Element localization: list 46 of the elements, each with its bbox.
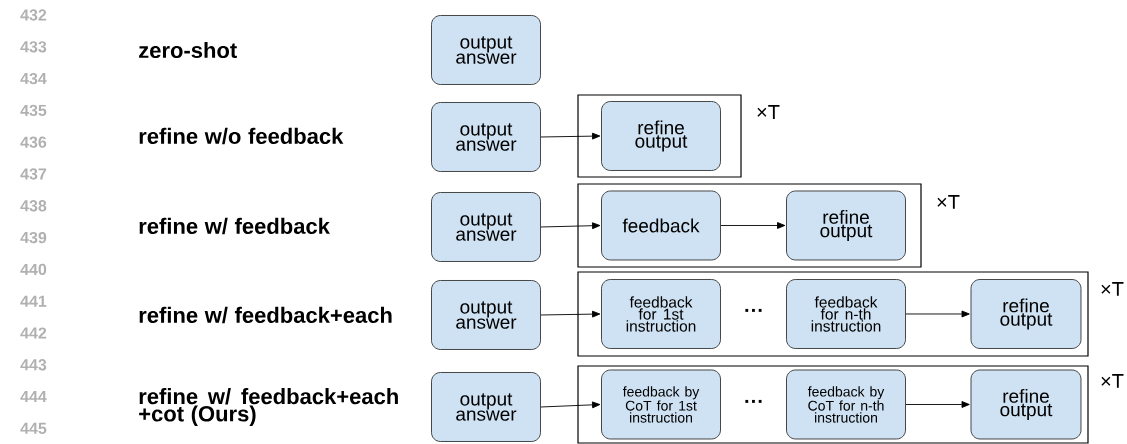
line-number: 443 xyxy=(20,359,47,371)
line-number: 437 xyxy=(20,168,47,180)
process-box: refine output xyxy=(601,101,721,171)
arrow xyxy=(720,222,786,229)
row-label: refine w/ feedback xyxy=(139,217,330,235)
arrow xyxy=(905,401,970,408)
line-number: 435 xyxy=(20,104,47,117)
process-box: output answer xyxy=(431,15,541,85)
ellipsis: ··· xyxy=(745,399,762,403)
line-number: 434 xyxy=(20,72,47,85)
arrow xyxy=(905,310,970,318)
node-label: ×T xyxy=(1101,282,1124,296)
process-box: output answer xyxy=(431,372,541,442)
line-number: 432 xyxy=(20,9,47,21)
row-label: refine w/ feedback+each +cot (Ours) xyxy=(139,388,398,426)
line-number: 445 xyxy=(20,422,47,434)
process-box: feedback xyxy=(601,190,721,261)
process-box: feedback for 1st instruction xyxy=(601,279,721,349)
line-number: 433 xyxy=(20,41,47,53)
process-box: output answer xyxy=(431,280,541,350)
process-box: output answer xyxy=(431,192,541,262)
node-label: ×T xyxy=(937,195,960,209)
row-label: refine w/ feedback+each xyxy=(139,306,392,324)
arrow xyxy=(540,222,601,230)
process-box: output answer xyxy=(431,102,541,172)
line-number: 442 xyxy=(20,327,47,339)
line-number: 440 xyxy=(20,263,47,276)
line-number: 438 xyxy=(20,200,47,212)
line-number: 439 xyxy=(20,231,47,244)
row-label: refine w/o feedback xyxy=(139,127,344,145)
process-box: feedback by CoT for n-th instruction xyxy=(786,369,906,440)
node-label: ×T xyxy=(1101,374,1124,388)
line-number: 441 xyxy=(20,295,47,307)
process-box: refine output xyxy=(970,279,1082,349)
ellipsis: ··· xyxy=(745,308,762,312)
node-label: ×T xyxy=(757,105,780,119)
row-label: zero-shot xyxy=(139,41,237,59)
process-box: refine output xyxy=(786,190,906,261)
arrow xyxy=(540,401,601,409)
process-box: feedback for n-th instruction xyxy=(786,279,906,349)
arrow xyxy=(540,310,601,318)
process-box: refine output xyxy=(970,369,1082,440)
arrow xyxy=(540,132,601,140)
process-box: feedback by CoT for 1st instruction xyxy=(601,369,721,440)
line-number: 436 xyxy=(20,136,47,148)
line-number: 444 xyxy=(20,391,47,403)
